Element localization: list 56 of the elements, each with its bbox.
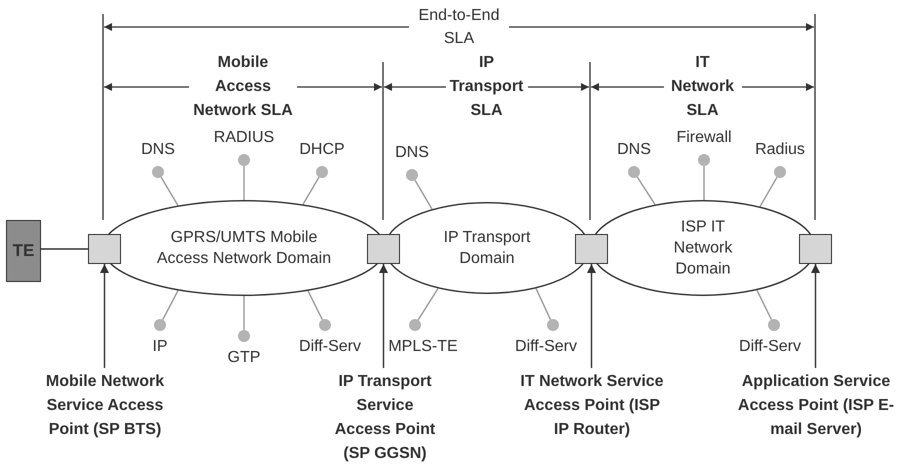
protocol-dot xyxy=(406,169,418,181)
domain-label: GPRS/UMTS Mobile Access Network Domain xyxy=(156,228,332,269)
access-point-square xyxy=(575,234,608,264)
connector-line xyxy=(243,166,245,200)
connector-line xyxy=(414,180,433,210)
protocol-label: Diff-Serv xyxy=(298,337,362,357)
connector-line xyxy=(160,176,179,206)
access-point-label: Application Service Access Point (ISP E-mail Server) xyxy=(736,370,896,442)
connector-line xyxy=(756,290,772,320)
connector-line xyxy=(535,288,552,320)
protocol-label: RADIUS xyxy=(212,128,276,148)
connector-line xyxy=(243,296,245,330)
protocol-label: IP xyxy=(151,337,169,357)
protocol-label: Firewall xyxy=(675,128,733,148)
access-point-label: IT Network Service Access Point (ISP IP Router) xyxy=(517,370,667,442)
protocol-label: Diff-Serv xyxy=(514,337,578,357)
connector-line xyxy=(759,176,778,207)
protocol-label: Diff-Serv xyxy=(738,337,802,357)
protocol-dot xyxy=(768,319,780,331)
access-point-label: IP Transport Service Access Point (SP GGSN) xyxy=(329,370,441,466)
protocol-label: DNS xyxy=(394,143,430,163)
protocol-label: DNS xyxy=(616,140,652,160)
protocol-label: DHCP xyxy=(298,140,346,160)
connector-line xyxy=(162,290,179,320)
protocol-dot xyxy=(238,330,250,342)
protocol-dot xyxy=(774,166,786,178)
protocol-label: GTP xyxy=(226,348,262,368)
terminal-box: TE xyxy=(6,220,41,282)
arrow xyxy=(587,264,596,368)
connector-line xyxy=(41,248,88,250)
arrow xyxy=(100,264,109,368)
connector-line xyxy=(636,176,656,205)
domain-label: IP Transport Domain xyxy=(442,228,532,269)
protocol-dot xyxy=(547,319,559,331)
protocol-label: Radius xyxy=(754,140,806,160)
protocol-dot xyxy=(409,319,421,331)
protocol-dot xyxy=(628,166,640,178)
access-point-square xyxy=(88,234,121,264)
connector-line xyxy=(418,288,439,320)
access-point-square xyxy=(367,234,400,264)
protocol-dot xyxy=(154,319,166,331)
arrow xyxy=(379,264,388,368)
domain-label: ISP IT Network Domain xyxy=(672,218,734,280)
protocol-dot xyxy=(698,154,710,166)
protocol-dot xyxy=(319,319,331,331)
protocol-dot xyxy=(238,154,250,166)
protocol-dot xyxy=(316,166,328,178)
arrow xyxy=(811,264,820,368)
connector-line xyxy=(703,166,705,200)
protocol-label: MPLS-TE xyxy=(387,337,459,357)
protocol-dot xyxy=(152,166,164,178)
connector-line xyxy=(307,290,323,320)
access-point-square xyxy=(799,234,832,264)
access-point-label: Mobile Network Service Access Point (SP BTS) xyxy=(30,370,180,442)
protocol-label: DNS xyxy=(140,140,176,160)
connector-line xyxy=(302,176,320,205)
